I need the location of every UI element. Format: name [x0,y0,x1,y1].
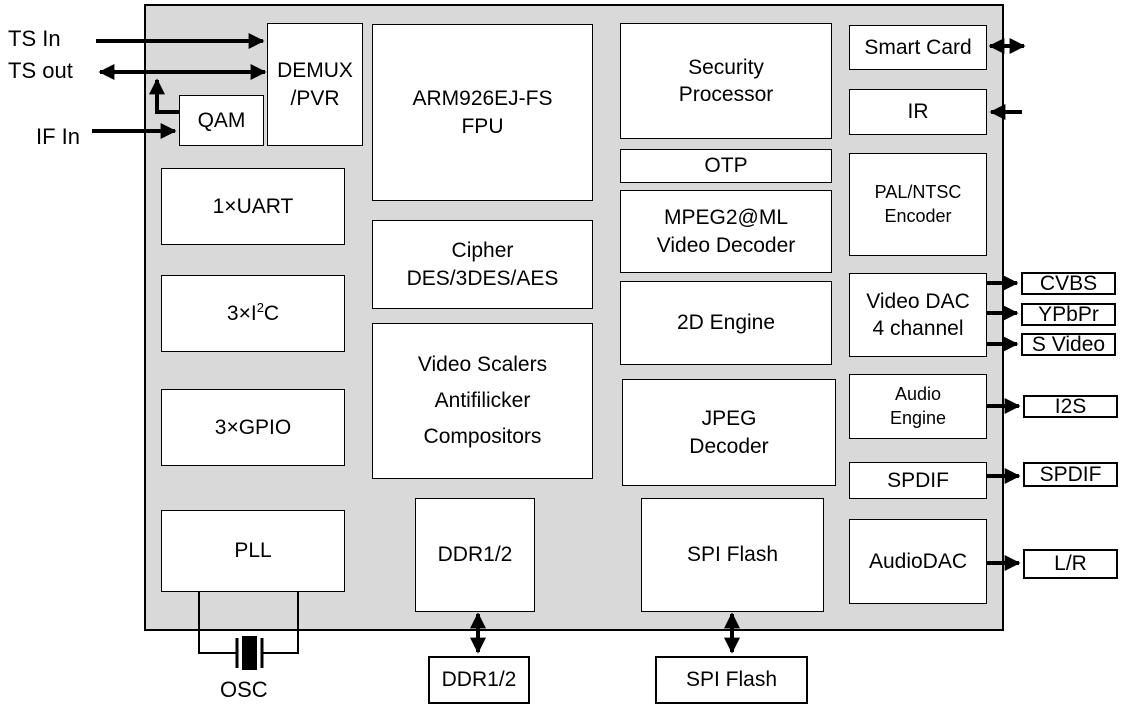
spdif-output: SPDIF [1023,462,1118,487]
ts-in-label: TS In [8,26,61,51]
ypbpr-output-label: YPbPr [1038,302,1099,326]
svideo-output: S Video [1021,333,1116,356]
smart-card-label: Smart Card [864,35,972,59]
ddr-controller-label: DDR1/2 [437,543,513,567]
otp-block: OTP [620,149,832,183]
ddr-memory-external-label: DDR1/2 [441,668,517,691]
ddr-memory-external: DDR1/2 [428,656,530,704]
lr-output: L/R [1023,549,1118,579]
ddr-controller-block: DDR1/2 [415,498,535,612]
demux-pvr-block: DEMUX /PVR [267,23,363,146]
if-in-label: IF In [36,124,81,149]
pll-label: PLL [234,539,272,563]
cipher-label: Cipher DES/3DES/AES [406,239,559,290]
smart-card-block: Smart Card [849,25,987,70]
audio-engine-block: Audio Engine [849,374,987,439]
security-processor-label: Security Processor [678,55,774,106]
video-scalers-label: Video Scalers Antifilicker Compositors [417,353,548,448]
cvbs-output-label: CVBS [1039,271,1098,295]
qam-to-ts-arrow [149,78,179,114]
spdif-output-label: SPDIF [1039,462,1102,486]
ts-out-label: TS out [8,58,73,83]
ir-label: IR [907,100,929,124]
mpeg2-decoder-block: MPEG2@ML Video Decoder [620,190,832,273]
arm-cpu-label: ARM926EJ-FS FPU [412,87,553,138]
cipher-block: Cipher DES/3DES/AES [372,220,593,309]
mpeg2-decoder-label: MPEG2@ML Video Decoder [656,206,796,257]
gpio-label: 3×GPIO [214,415,292,439]
spi-flash-external: SPI Flash [655,656,808,704]
i2s-output-label: I2S [1054,394,1087,418]
osc-label: OSC [220,677,268,702]
ir-block: IR [849,89,987,135]
audio-engine-label: Audio Engine [889,384,947,428]
jpeg-decoder-label: JPEG Decoder [689,407,769,458]
video-scalers-block: Video Scalers Antifilicker Compositors [372,323,593,479]
spi-flash-external-label: SPI Flash [685,668,778,691]
otp-label: OTP [704,154,748,178]
audio-dac-block: AudioDAC [849,519,987,604]
oscillator-wiring [198,592,299,668]
crystal-icon [242,636,257,670]
i2c-block: 3×I2C [161,275,345,352]
pal-ntsc-encoder-label: PAL/NTSC Encoder [874,182,962,226]
i2c-label: 3×I2C [227,300,279,327]
uart-block: 1×UART [161,168,345,245]
pal-ntsc-encoder-block: PAL/NTSC Encoder [849,153,987,256]
cvbs-output: CVBS [1021,272,1116,295]
qam-block: QAM [179,95,264,146]
audio-dac-label: AudioDAC [868,549,968,573]
spdif-block: SPDIF [849,462,987,499]
svideo-output-label: S Video [1031,332,1106,356]
spi-flash-controller-label: SPI Flash [686,543,779,567]
uart-label: 1×UART [212,194,294,218]
2d-engine-label: 2D Engine [676,311,776,335]
qam-label: QAM [197,108,246,132]
jpeg-decoder-block: JPEG Decoder [622,379,836,486]
2d-engine-block: 2D Engine [620,281,832,365]
pll-block: PLL [161,510,345,592]
lr-output-label: L/R [1054,552,1087,575]
i2c-label-suffix: C [263,301,280,325]
spi-flash-controller-block: SPI Flash [641,498,824,612]
i2c-label-superscript: 2 [256,299,264,315]
arm-cpu-block: ARM926EJ-FS FPU [372,24,593,201]
security-processor-block: Security Processor [620,23,832,139]
demux-pvr-label: DEMUX /PVR [277,59,353,110]
spdif-label: SPDIF [887,468,949,492]
i2c-label-prefix: 3×I [226,301,257,325]
gpio-block: 3×GPIO [161,389,345,466]
video-dac-block: Video DAC 4 channel [849,273,987,357]
i2s-output: I2S [1023,395,1118,418]
ypbpr-output: YPbPr [1021,303,1116,326]
video-dac-label: Video DAC 4 channel [866,289,970,340]
